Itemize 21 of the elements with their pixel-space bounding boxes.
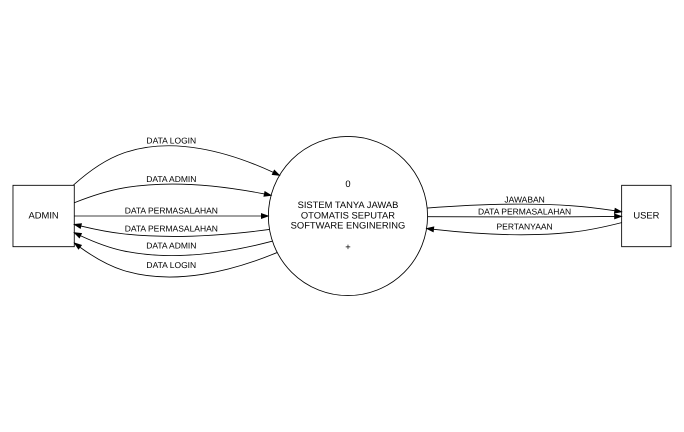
- arrow: [73, 145, 281, 186]
- edge-label: PERTANYAAN: [496, 222, 553, 232]
- node-box: USER: [621, 184, 672, 248]
- arrow: [73, 223, 270, 237]
- arrow: [425, 222, 622, 236]
- edge-label: DATA PERMASALAHAN: [478, 206, 572, 216]
- edge-label: DATA PERMASALAHAN: [124, 205, 218, 216]
- node-box: ADMIN: [12, 184, 75, 248]
- arrow: [73, 242, 278, 278]
- arrow: [74, 184, 272, 204]
- edge-label: DATA LOGIN: [146, 260, 196, 270]
- edge-label: DATA ADMIN: [146, 240, 196, 250]
- edge-label: DATA PERMASALAHAN: [124, 223, 218, 234]
- edge-label: JAWABAN: [504, 194, 545, 204]
- node-circle: 0 SISTEM TANYA JAWAB OTOMATIS SEPUTAR SOFTWARE ENGINERING +: [268, 136, 428, 296]
- edge-label: DATA LOGIN: [146, 136, 196, 146]
- arrow: [426, 204, 623, 214]
- arrow: [74, 213, 270, 219]
- edge-label: DATA ADMIN: [146, 174, 196, 184]
- arrow: [73, 232, 273, 256]
- arrow: [427, 213, 623, 220]
